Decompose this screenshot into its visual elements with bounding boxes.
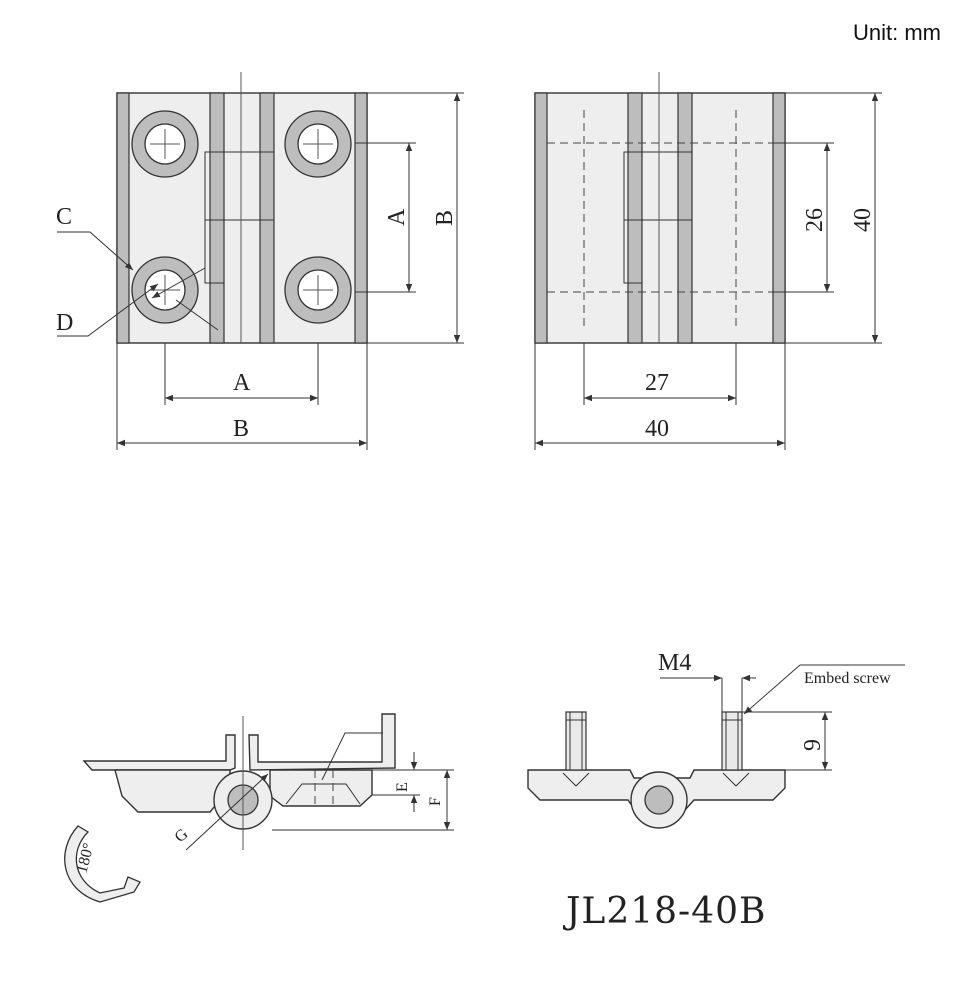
label-b-horizontal: B	[233, 416, 249, 442]
front-extension-lines-vertical	[355, 92, 464, 344]
back-pin-lines	[641, 93, 679, 343]
unit-label: Unit: mm	[853, 20, 941, 45]
leader-c	[57, 231, 134, 271]
back-view: 27 40 26 40	[534, 72, 882, 450]
back-knuckles	[623, 151, 693, 284]
label-27: 27	[645, 370, 669, 396]
label-40-vertical: 40	[850, 208, 876, 232]
label-f: F	[427, 797, 444, 806]
label-g: G	[172, 825, 192, 846]
label-e: E	[394, 782, 411, 792]
front-edge-left	[116, 92, 130, 344]
side-b-m4-extensions	[721, 678, 743, 712]
side-leader	[321, 732, 383, 781]
label-a-horizontal: A	[233, 370, 251, 396]
label-d: D	[56, 310, 73, 336]
leader-d	[57, 283, 159, 337]
back-plate	[534, 92, 786, 344]
side-b-stud-left	[565, 711, 587, 771]
back-knuckle-band-right	[677, 92, 693, 344]
front-hole-bottom-left	[131, 256, 199, 324]
label-embed-screw: Embed screw	[804, 670, 891, 687]
label-9: 9	[800, 739, 826, 751]
front-hole-top-left	[131, 110, 199, 178]
front-knuckle-band-left	[209, 92, 225, 344]
label-c: C	[56, 204, 72, 230]
side-body-left	[114, 769, 231, 813]
front-extension-lines	[116, 343, 368, 450]
dim-g	[185, 773, 269, 851]
embed-screw-leader	[744, 664, 905, 714]
back-extension-lines-vertical	[773, 92, 882, 344]
back-knuckle-band-left	[627, 92, 643, 344]
rotation-arrow	[64, 825, 141, 903]
front-knuckle-band-right	[259, 92, 275, 344]
front-view: C D A B A B	[56, 72, 464, 450]
side-screw-hidden	[314, 770, 334, 806]
side-b-countersinks	[562, 772, 750, 787]
front-hole-top-right	[284, 110, 352, 178]
back-edge-right	[772, 92, 786, 344]
back-edge-left	[534, 92, 548, 344]
label-b-vertical: B	[432, 210, 458, 226]
side-body-right	[269, 769, 373, 807]
side-b-stud-right	[721, 711, 743, 771]
model-name: JL218-40B	[562, 891, 766, 932]
label-a-vertical: A	[384, 208, 410, 226]
back-extension-lines	[534, 343, 786, 450]
front-pin-lines	[223, 93, 261, 343]
front-knuckles	[204, 151, 275, 284]
front-hole-bottom-right	[284, 256, 352, 324]
side-countersink	[285, 783, 361, 805]
front-edge-right	[354, 92, 368, 344]
side-open-leaf-right	[248, 713, 396, 771]
side-b-pin	[644, 785, 674, 815]
side-open-leaf-left	[82, 734, 236, 771]
side-view-closed: M4 Embed screw 9	[527, 650, 905, 829]
leader-c-tip	[151, 267, 206, 299]
leader-d-tip	[175, 299, 219, 331]
label-40-horizontal: 40	[645, 416, 669, 442]
label-26: 26	[802, 208, 828, 232]
side-b-height-extensions	[742, 711, 832, 771]
side-view-open: E F G 180°	[64, 713, 454, 903]
label-m4: M4	[658, 650, 691, 676]
